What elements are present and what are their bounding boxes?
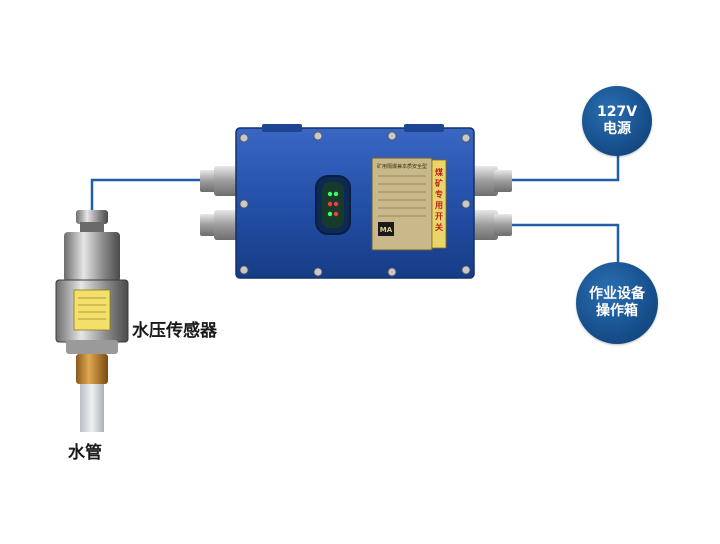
- wire-operation-box-to-device: [510, 223, 620, 262]
- left-cable-glands: [200, 166, 240, 240]
- nameplate-title: 矿用隔爆兼本质安全型: [377, 163, 427, 170]
- enclosure-bolts: [239, 131, 471, 277]
- water-pressure-sensor: [55, 210, 129, 384]
- operation-box-line2: 操作箱: [596, 303, 638, 319]
- side-tag-text: 煤矿专用开关: [435, 167, 444, 234]
- right-cable-glands: [472, 166, 512, 240]
- wire-power-to-device: [510, 148, 620, 182]
- junction-box: 矿用隔爆兼本质安全型 MA 煤矿专用开关: [200, 124, 512, 279]
- indicator-window: [315, 175, 351, 235]
- wires: [90, 148, 620, 262]
- power-label: 电源: [603, 121, 631, 137]
- water-pipe: [80, 384, 104, 432]
- power-voltage-label: 127V: [596, 104, 638, 121]
- operation-box-node: 作业设备 操作箱: [576, 262, 658, 344]
- wire-sensor-to-device: [90, 178, 200, 218]
- operation-box-line1: 作业设备: [589, 286, 645, 303]
- pipe-label: 水管: [68, 443, 102, 463]
- power-supply-node: 127V 电源: [582, 86, 652, 156]
- side-tag: 煤矿专用开关: [431, 159, 447, 249]
- nameplate: 矿用隔爆兼本质安全型 MA: [371, 157, 433, 251]
- nameplate-badge: MA: [380, 226, 393, 234]
- sensor-label: 水压传感器: [132, 321, 217, 341]
